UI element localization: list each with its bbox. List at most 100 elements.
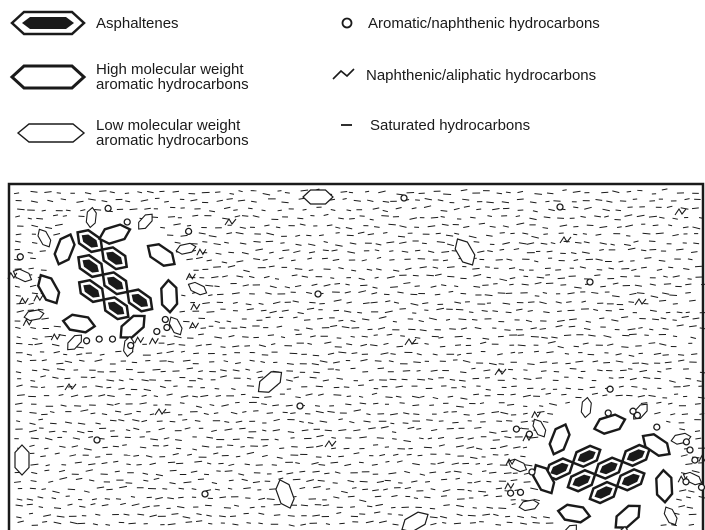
saturated-dash — [594, 275, 600, 276]
saturated-dash — [377, 438, 384, 439]
saturated-dash — [225, 471, 233, 472]
saturated-dash — [130, 209, 138, 210]
saturated-dash — [49, 431, 55, 432]
saturated-dash — [236, 456, 240, 457]
saturated-dash — [393, 321, 397, 322]
saturated-dash — [31, 438, 39, 439]
saturated-dash — [176, 448, 181, 449]
saturated-dash — [522, 428, 529, 429]
saturated-dash — [126, 464, 130, 465]
saturated-dash — [239, 428, 245, 429]
saturated-dash — [552, 363, 558, 364]
saturated-dash — [573, 207, 578, 208]
saturated-dash — [547, 414, 553, 415]
saturated-dash — [309, 302, 315, 303]
saturated-dash — [686, 312, 690, 313]
saturated-dash — [262, 210, 266, 211]
aromatic-circle — [587, 279, 593, 285]
hexagon-bold-outline-icon — [8, 62, 88, 92]
aromatic-circle — [692, 457, 698, 463]
saturated-dash — [233, 210, 237, 211]
saturated-dash — [41, 387, 45, 388]
saturated-dash — [110, 420, 116, 421]
aromatic-circle — [605, 410, 611, 416]
saturated-dash — [566, 388, 571, 389]
saturated-dash — [282, 250, 289, 251]
aromatic-circle — [654, 424, 660, 430]
saturated-dash — [336, 233, 340, 234]
saturated-dash — [413, 362, 420, 363]
saturated-dash — [297, 218, 303, 219]
saturated-dash — [444, 412, 449, 413]
saturated-dash — [500, 249, 505, 250]
saturated-dash — [390, 287, 398, 288]
saturated-dash — [501, 431, 507, 432]
saturated-dash — [248, 208, 253, 209]
saturated-dash — [296, 334, 302, 335]
asphaltene-hexagon-filled-icon — [8, 8, 88, 38]
saturated-dash — [358, 385, 364, 386]
saturated-dash — [486, 481, 491, 482]
saturated-dash — [631, 386, 637, 387]
hexagon-thin-outline-icon — [14, 120, 88, 146]
saturated-dash — [573, 234, 577, 235]
saturated-dash — [154, 506, 160, 507]
saturated-dash — [621, 269, 629, 270]
saturated-dash — [400, 403, 405, 404]
small-circle-icon — [336, 12, 358, 34]
saturated-dash — [416, 429, 421, 430]
saturated-dash — [352, 488, 356, 489]
saturated-dash — [57, 386, 64, 387]
saturated-dash — [441, 211, 448, 212]
aromatic-circle — [94, 437, 100, 443]
dash-icon — [336, 114, 356, 136]
saturated-dash — [390, 379, 397, 380]
saturated-dash — [230, 194, 234, 195]
saturated-dash — [122, 445, 127, 446]
saturated-dash — [266, 317, 271, 318]
saturated-dash — [207, 312, 215, 313]
saturated-dash — [454, 523, 461, 524]
saturated-dash — [344, 387, 349, 388]
saturated-dash — [443, 505, 449, 506]
legend-item-aromatic-naphthenic: Aromatic/naphthenic hydrocarbons — [336, 12, 600, 34]
saturated-dash — [374, 335, 378, 336]
saturated-dash — [91, 377, 96, 378]
saturated-dash — [661, 525, 667, 526]
saturated-dash — [464, 414, 470, 415]
aromatic-circle — [557, 204, 563, 210]
saturated-dash — [240, 447, 244, 448]
saturated-dash — [268, 335, 274, 336]
saturated-dash — [578, 377, 583, 378]
saturated-dash — [458, 319, 466, 320]
saturated-dash — [352, 328, 360, 329]
saturated-dash — [247, 386, 254, 387]
saturated-dash — [413, 414, 419, 415]
saturated-dash — [388, 224, 395, 225]
high-mw-hexagon — [656, 470, 672, 502]
saturated-dash — [535, 296, 540, 297]
saturated-dash — [31, 387, 38, 388]
saturated-dash — [478, 491, 486, 492]
saturated-dash — [349, 192, 353, 193]
saturated-dash — [392, 432, 396, 433]
saturated-dash — [496, 496, 502, 497]
saturated-dash — [449, 329, 456, 330]
aromatic-circle — [164, 325, 170, 331]
saturated-dash — [280, 243, 284, 244]
high-mw-hexagon — [161, 280, 177, 312]
saturated-dash — [492, 311, 497, 312]
saturated-dash — [30, 258, 36, 259]
saturated-dash — [182, 420, 187, 421]
saturated-dash — [334, 284, 340, 285]
saturated-dash — [228, 252, 234, 253]
saturated-dash — [558, 278, 565, 279]
saturated-dash — [518, 353, 523, 354]
legend-item-asphaltenes: Asphaltenes — [8, 8, 179, 38]
saturated-dash — [27, 504, 33, 505]
aromatic-circle — [529, 469, 535, 475]
saturated-dash — [629, 302, 634, 303]
saturated-dash — [476, 209, 481, 210]
saturated-dash — [461, 293, 467, 294]
saturated-dash — [442, 523, 446, 524]
